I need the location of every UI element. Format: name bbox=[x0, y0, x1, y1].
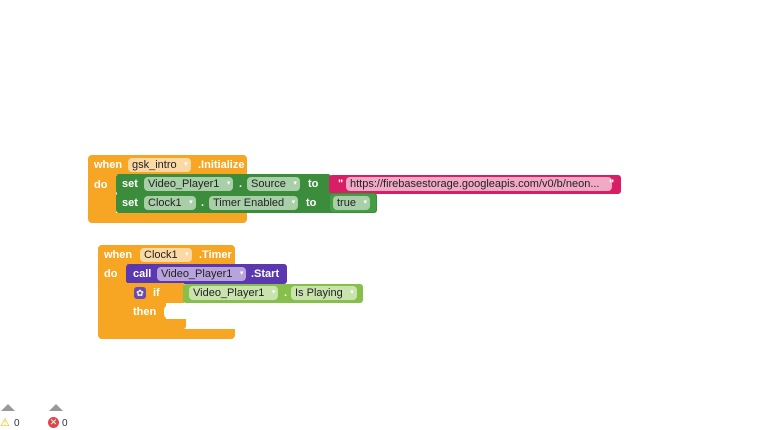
property-name: Is Playing bbox=[295, 287, 343, 299]
component-name: Video_Player1 bbox=[148, 178, 220, 190]
component-dropdown[interactable]: Clock1 ▾ bbox=[140, 248, 192, 262]
dropdown-arrow-icon: ▾ bbox=[184, 161, 188, 168]
boolean-value: true bbox=[337, 197, 356, 209]
set-label: set bbox=[122, 197, 138, 209]
dropdown-arrow-icon: ▾ bbox=[239, 270, 244, 277]
errors-toggle[interactable]: ✕ 0 bbox=[48, 404, 76, 430]
when-clock-timer-block[interactable]: when Clock1 ▾ .Timer do bbox=[98, 245, 235, 339]
component-name: gsk_intro bbox=[132, 159, 177, 171]
dropdown-arrow-icon: ▾ bbox=[185, 251, 189, 258]
true-block[interactable]: true ▾ bbox=[330, 194, 376, 212]
then-label: then bbox=[133, 306, 157, 318]
component-dropdown[interactable]: Clock1 ▾ bbox=[144, 196, 196, 210]
error-icon: ✕ bbox=[48, 417, 59, 428]
text-field[interactable]: https://firebasestorage.googleapis.com/v… bbox=[346, 177, 612, 191]
property-dropdown[interactable]: Is Playing ▾ bbox=[291, 286, 357, 300]
dropdown-arrow-icon: ▾ bbox=[189, 199, 193, 206]
to-label: to bbox=[308, 178, 319, 190]
event-label: .Timer bbox=[199, 249, 232, 261]
warnings-toggle[interactable]: ⚠ 0 bbox=[0, 404, 28, 430]
property-name: Timer Enabled bbox=[213, 197, 285, 209]
expand-arrow-icon bbox=[1, 404, 15, 411]
dot-label: . bbox=[201, 197, 205, 209]
component-name: Video_Player1 bbox=[161, 268, 233, 280]
if-then-block[interactable]: ✿ if then bbox=[126, 283, 186, 329]
dot-label: . bbox=[239, 178, 243, 190]
dropdown-arrow-icon: ▾ bbox=[226, 180, 231, 187]
to-label: to bbox=[306, 197, 317, 209]
dropdown-arrow-icon: ▾ bbox=[293, 180, 297, 187]
event-label: .Initialize bbox=[198, 159, 245, 171]
when-label: when bbox=[104, 249, 133, 261]
warning-count: 0 bbox=[14, 418, 20, 429]
when-label: when bbox=[94, 159, 123, 171]
dropdown-arrow-icon: ▾ bbox=[350, 289, 354, 296]
call-label: call bbox=[133, 268, 152, 280]
method-label: .Start bbox=[251, 268, 280, 280]
quote-close: " bbox=[609, 178, 615, 190]
do-label: do bbox=[104, 268, 118, 280]
property-dropdown[interactable]: Source ▾ bbox=[247, 177, 300, 191]
component-dropdown[interactable]: Video_Player1 ▾ bbox=[189, 286, 279, 300]
component-dropdown[interactable]: Video_Player1 ▾ bbox=[157, 267, 247, 281]
boolean-dropdown[interactable]: true ▾ bbox=[333, 196, 370, 210]
gear-mutator-icon[interactable]: ✿ bbox=[134, 287, 146, 299]
text-string-block[interactable]: " https://firebasestorage.googleapis.com… bbox=[329, 175, 621, 194]
set-video-source-block[interactable]: set Video_Player1 ▾ . Source ▾ to bbox=[116, 174, 331, 194]
call-video-start-block[interactable]: call Video_Player1 ▾ .Start bbox=[126, 264, 287, 284]
property-name: Source bbox=[251, 178, 286, 190]
warning-icon: ⚠ bbox=[0, 417, 10, 429]
component-name: Video_Player1 bbox=[193, 287, 265, 299]
dropdown-arrow-icon: ▾ bbox=[271, 289, 276, 296]
component-name: Clock1 bbox=[148, 197, 182, 209]
component-name: Clock1 bbox=[144, 249, 178, 261]
dot-label: . bbox=[284, 287, 288, 299]
video-is-playing-getter-block[interactable]: Video_Player1 ▾ . Is Playing ▾ bbox=[183, 284, 363, 303]
expand-arrow-icon bbox=[49, 404, 63, 411]
dropdown-arrow-icon: ▾ bbox=[291, 199, 296, 206]
do-label: do bbox=[94, 179, 108, 191]
when-gsk-intro-initialize-block[interactable]: when gsk_intro ▾ .Initialize do bbox=[88, 155, 247, 223]
if-label: if bbox=[153, 287, 160, 299]
component-dropdown[interactable]: Video_Player1 ▾ bbox=[144, 177, 234, 191]
property-dropdown[interactable]: Timer Enabled ▾ bbox=[209, 196, 299, 210]
component-dropdown[interactable]: gsk_intro ▾ bbox=[128, 158, 191, 172]
set-clock-timer-enabled-block[interactable]: set Clock1 ▾ . Timer Enabled ▾ to true ▾ bbox=[116, 193, 377, 213]
dropdown-arrow-icon: ▾ bbox=[363, 199, 367, 206]
error-count: 0 bbox=[62, 418, 68, 429]
quote-open: " bbox=[338, 178, 344, 190]
set-label: set bbox=[122, 178, 138, 190]
